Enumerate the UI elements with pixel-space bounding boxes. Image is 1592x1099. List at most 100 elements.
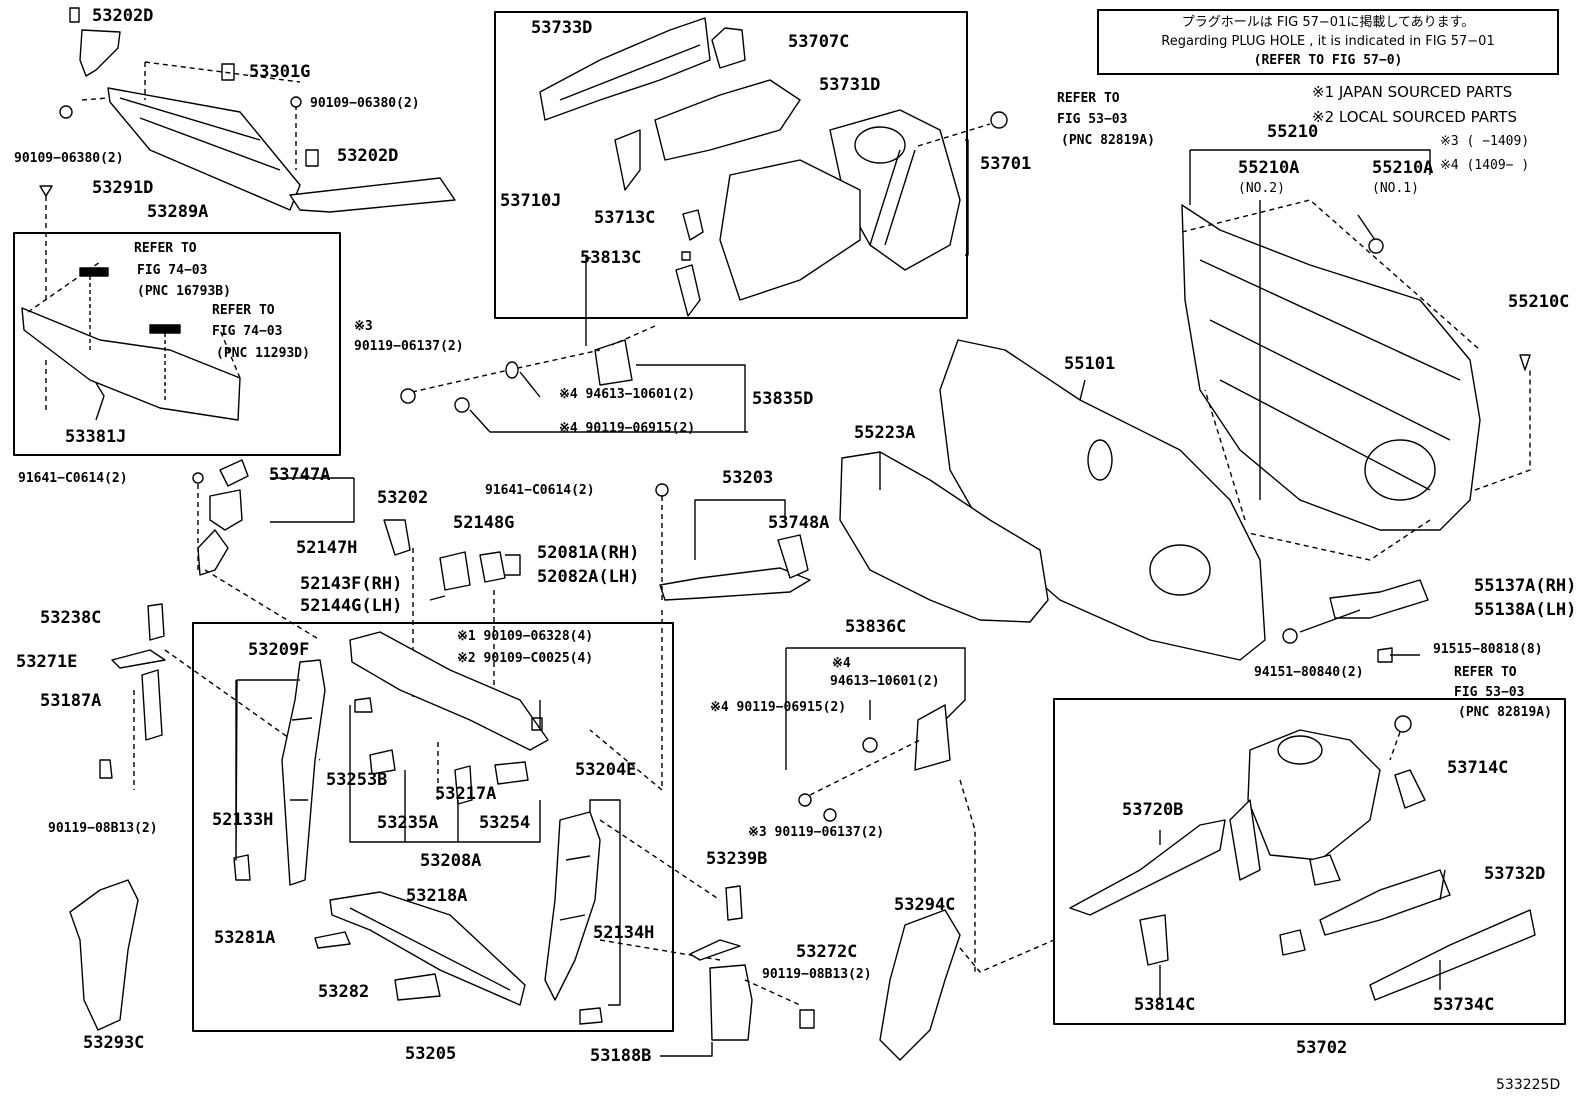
part-label[interactable]: 53187A [40, 691, 102, 711]
part-53732D [1319, 869, 1451, 936]
part-label[interactable]: 94151−80840(2) [1254, 665, 1364, 680]
part-label[interactable]: 53281A [214, 928, 276, 948]
part-label[interactable]: 53731D [819, 75, 881, 95]
part-55223A-insulator [839, 451, 1049, 623]
part-label[interactable]: 53701 [980, 154, 1032, 174]
part-label[interactable]: 52147H [296, 538, 358, 558]
part-label[interactable]: 53205 [405, 1044, 457, 1064]
part-label[interactable]: 53289A [147, 202, 209, 222]
part-label[interactable]: ※4 90119−06915(2) [710, 700, 847, 715]
part-label[interactable]: 90109−06380(2) [310, 96, 420, 111]
part-label[interactable]: 53238C [40, 608, 102, 628]
part-label[interactable]: 53702 [1296, 1038, 1348, 1058]
part-label[interactable]: 90109−06380(2) [14, 151, 124, 166]
reference-text: (PNC 82819A) [1458, 705, 1552, 720]
part-label[interactable]: 94613−10601(2) [830, 674, 940, 689]
part-label[interactable]: 53254 [479, 813, 531, 833]
part-label[interactable]: 53720B [1122, 800, 1184, 820]
part-label[interactable]: 91641−C0614(2) [18, 471, 128, 486]
part-label[interactable]: 52148G [453, 513, 515, 533]
part-label[interactable]: 53713C [594, 208, 656, 228]
part-label[interactable]: 53209F [248, 640, 310, 660]
part-label[interactable]: 53293C [83, 1033, 145, 1053]
part-label[interactable]: 90119−06137(2) [354, 339, 464, 354]
part-label[interactable]: 53733D [531, 18, 593, 38]
legend-note-4: ※4 (1409− ) [1440, 158, 1530, 173]
note-reference: (REFER TO FIG 57−0) [1253, 53, 1403, 68]
part-label[interactable]: 53813C [580, 248, 642, 268]
part-55210-dash-panel [1181, 204, 1481, 531]
part-53218A-radiator-support [329, 891, 526, 1006]
part-label[interactable]: 55223A [854, 423, 916, 443]
part-label[interactable]: 52134H [593, 923, 655, 943]
part-label[interactable]: 52133H [212, 810, 274, 830]
part-label[interactable]: 55210 [1267, 122, 1319, 142]
part-label[interactable]: ※4 90119−06915(2) [559, 421, 696, 436]
part-label[interactable]: 52144G(LH) [300, 596, 403, 616]
part-label[interactable]: 53235A [377, 813, 439, 833]
part-label[interactable]: ※3 90119−06137(2) [748, 825, 885, 840]
part-label[interactable]: 53271E [16, 652, 78, 672]
part-label[interactable]: 53814C [1134, 995, 1196, 1015]
part-label[interactable]: 53203 [722, 468, 774, 488]
part-label[interactable]: 90119−08B13(2) [762, 967, 872, 982]
part-label[interactable]: 53204E [575, 760, 637, 780]
reference-text: FIG 74−03 [212, 324, 283, 339]
part-label[interactable]: 90119−08B13(2) [48, 821, 158, 836]
part-label[interactable]: 53202D [337, 146, 399, 166]
part-label[interactable]: 52081A(RH) [537, 543, 640, 563]
part-53271E [111, 649, 166, 669]
part-label[interactable]: 53291D [92, 178, 154, 198]
part-note: (NO.2) [1238, 181, 1285, 196]
part-label[interactable]: 55137A(RH) [1474, 576, 1577, 596]
part-label[interactable]: 55101 [1064, 354, 1116, 374]
part-label[interactable]: 53381J [65, 427, 127, 447]
part-53835D-bracket [594, 339, 633, 386]
part-label[interactable]: 91515−80818(8) [1433, 642, 1543, 657]
part-label[interactable]: 52082A(LH) [537, 567, 640, 587]
part-label[interactable]: 53714C [1447, 758, 1509, 778]
part-label[interactable]: 53836C [845, 617, 907, 637]
part-53731D [654, 79, 801, 161]
part-label[interactable]: 53239B [706, 849, 768, 869]
part-label[interactable]: 53202D [92, 6, 154, 26]
part-label[interactable]: 53253B [326, 770, 388, 790]
part-55101-insulator [939, 339, 1266, 661]
part-label[interactable]: 52143F(RH) [300, 574, 403, 594]
part-label[interactable]: 53732D [1484, 864, 1546, 884]
part-53836C-bracket [914, 704, 951, 771]
legend-local-sourced: ※2 LOCAL SOURCED PARTS [1312, 108, 1517, 126]
part-label[interactable]: 53282 [318, 982, 370, 1002]
note-japanese: プラグホールは FIG 57−01に掲載してあります。 [1181, 15, 1475, 30]
part-label[interactable]: 53294C [894, 895, 956, 915]
part-53208A-crossmember [349, 631, 549, 805]
part-label[interactable]: 53218A [406, 886, 468, 906]
part-label[interactable]: ※2 90109−C0025(4) [457, 651, 594, 666]
part-53203-bracket [659, 534, 811, 601]
part-label[interactable]: ※4 94613−10601(2) [559, 387, 696, 402]
part-label[interactable]: 55210C [1508, 292, 1570, 312]
part-53293C [69, 879, 139, 1031]
part-label[interactable]: 53202 [377, 488, 429, 508]
part-label[interactable]: 53707C [788, 32, 850, 52]
part-label[interactable]: 55210A [1238, 158, 1300, 178]
part-label[interactable]: 55138A(LH) [1474, 600, 1577, 620]
part-label[interactable]: 53734C [1433, 995, 1495, 1015]
footnote-mark: ※3 [354, 319, 373, 334]
part-53209F [281, 659, 326, 886]
part-label[interactable]: 53301G [249, 62, 311, 82]
part-53747A [197, 459, 249, 576]
part-label[interactable]: 55210A [1372, 158, 1434, 178]
part-label[interactable]: 53272C [796, 942, 858, 962]
part-label[interactable]: 53710J [500, 191, 562, 211]
part-55137A [1329, 579, 1429, 619]
part-label[interactable]: 53188B [590, 1046, 652, 1066]
part-label[interactable]: ※1 90109−06328(4) [457, 629, 594, 644]
part-label[interactable]: 53747A [269, 465, 331, 485]
part-label[interactable]: 53217A [435, 784, 497, 804]
diagram-code: 533225D [1496, 1077, 1561, 1093]
part-label[interactable]: 53835D [752, 389, 814, 409]
part-label[interactable]: 91641−C0614(2) [485, 483, 595, 498]
part-label[interactable]: 53748A [768, 513, 830, 533]
part-label[interactable]: 53208A [420, 851, 482, 871]
